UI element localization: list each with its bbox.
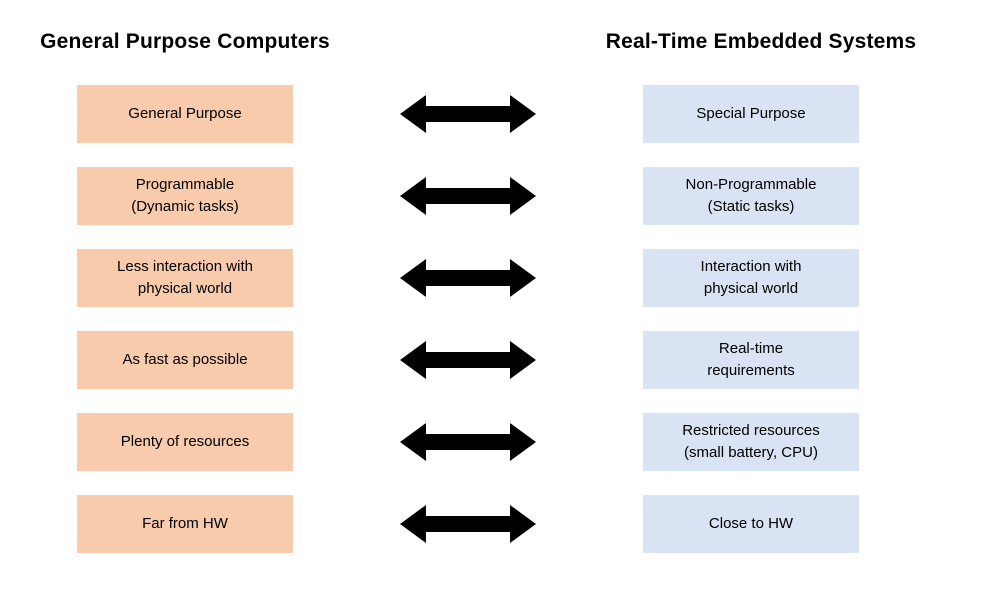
left-box: Programmable (Dynamic tasks) [77, 167, 293, 225]
right-box: Close to HW [643, 495, 859, 553]
right-box: Interaction with physical world [643, 249, 859, 307]
left-column-title: General Purpose Computers [40, 30, 330, 53]
double-arrow-icon [400, 331, 536, 389]
double-arrow-icon [400, 413, 536, 471]
left-box: Less interaction with physical world [77, 249, 293, 307]
right-box: Restricted resources (small battery, CPU… [643, 413, 859, 471]
arrow-column [400, 85, 536, 577]
right-box: Non-Programmable (Static tasks) [643, 167, 859, 225]
right-box: Special Purpose [643, 85, 859, 143]
left-box: General Purpose [77, 85, 293, 143]
right-column: Special Purpose Non-Programmable (Static… [643, 85, 859, 577]
double-arrow-icon [400, 495, 536, 553]
left-box: Plenty of resources [77, 413, 293, 471]
double-arrow-icon [400, 85, 536, 143]
double-arrow-icon [400, 167, 536, 225]
right-box: Real-time requirements [643, 331, 859, 389]
left-box: Far from HW [77, 495, 293, 553]
left-column: General Purpose Programmable (Dynamic ta… [77, 85, 293, 577]
right-column-title: Real-Time Embedded Systems [605, 30, 917, 53]
double-arrow-icon [400, 249, 536, 307]
left-box: As fast as possible [77, 331, 293, 389]
